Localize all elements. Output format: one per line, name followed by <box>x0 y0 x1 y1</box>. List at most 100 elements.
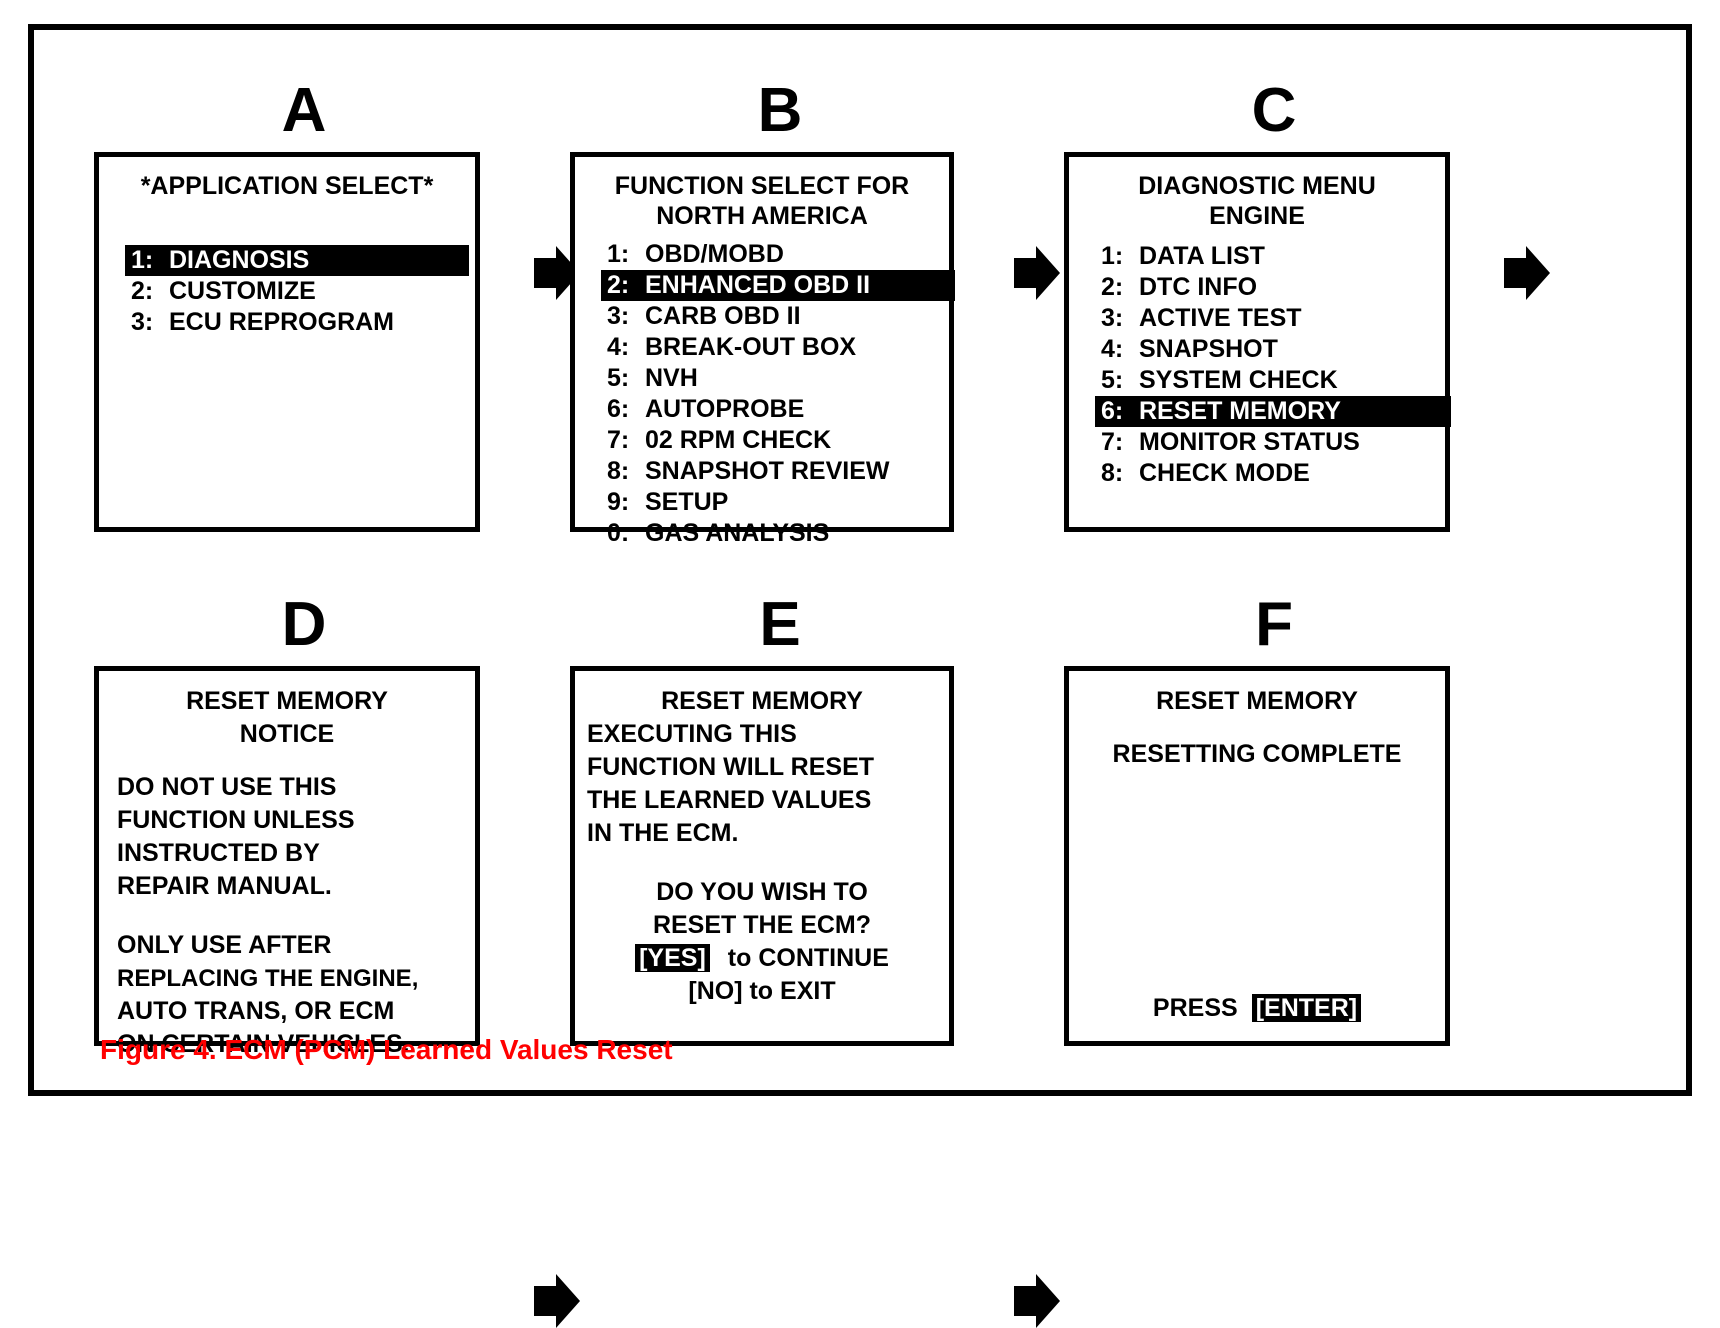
screen-e-question-line2: RESET THE ECM? <box>652 911 872 939</box>
menu-item-autoprobe[interactable]: 6: AUTOPROBE <box>607 394 939 425</box>
screen-a-title: *APPLICATION SELECT* <box>140 172 434 200</box>
arrow-right-icon <box>534 246 580 300</box>
panel-d: D RESET MEMORY NOTICE DO NOT USE THIS FU… <box>94 590 514 1060</box>
menu-item-b-0-label: OBD/MOBD <box>645 240 784 268</box>
menu-item-b-8-label: SETUP <box>645 488 729 516</box>
screen-e-no-row[interactable]: [NO] to EXIT <box>688 977 836 1005</box>
menu-item-02-rpm-check[interactable]: 7:02 RPM CHECK <box>607 425 939 456</box>
menu-item-reset-memory[interactable]: 6: RESET MEMORY <box>1095 396 1451 427</box>
screen-c-title-line2: ENGINE <box>1209 202 1305 230</box>
figure-caption: Figure 4. ECM (PCM) Learned Values Reset <box>100 1034 673 1065</box>
screen-e-question-line1: DO YOU WISH TO <box>656 878 868 906</box>
screen-e-yes-row: [YES] to CONTINUE <box>585 942 939 975</box>
panel-row-bottom: D RESET MEMORY NOTICE DO NOT USE THIS FU… <box>34 590 1686 1328</box>
menu-item-b-5-label: AUTOPROBE <box>645 395 805 423</box>
menu-item-data-list[interactable]: 1: DATA LIST <box>1101 241 1435 272</box>
menu-item-c-7-label: CHECK MODE <box>1139 459 1310 487</box>
menu-item-enhanced-obd-ii[interactable]: 2: ENHANCED OBD II <box>601 270 955 301</box>
menu-item-system-check[interactable]: 5:SYSTEM CHECK <box>1101 365 1435 396</box>
screen-b-title-line2: NORTH AMERICA <box>656 202 868 230</box>
screen-d-body1-line3: INSTRUCTED BY <box>117 839 320 867</box>
menu-item-b-6-label: 02 RPM CHECK <box>645 426 832 454</box>
menu-item-b-1-label: ENHANCED OBD II <box>645 271 871 299</box>
menu-item-b-2-label: CARB OBD II <box>645 302 801 330</box>
screen-function-select: FUNCTION SELECT FOR NORTH AMERICA 1: OBD/… <box>570 152 955 547</box>
menu-item-b-2-num: 3: <box>607 302 630 330</box>
screen-d-body1-line2: FUNCTION UNLESS <box>117 806 355 834</box>
screen-d-title-line1: RESET MEMORY <box>186 687 388 715</box>
panel-row-top: A *APPLICATION SELECT* 1:DIAGNOSIS 2:CUS… <box>34 76 1686 547</box>
arrow-right-icon <box>534 1274 580 1328</box>
menu-item-a-2-num: 3: <box>131 308 154 336</box>
screen-e-body-line2: FUNCTION WILL RESET <box>587 753 875 781</box>
menu-item-b-3-label: BREAK-OUT BOX <box>645 333 857 361</box>
screen-e-body-line1: EXECUTING THIS <box>587 720 797 748</box>
spacer <box>109 751 465 771</box>
menu-item-a-1-label: CUSTOMIZE <box>169 277 316 305</box>
menu-item-check-mode[interactable]: 8: CHECK MODE <box>1101 458 1435 489</box>
menu-item-c-3-num: 4: <box>1101 335 1124 363</box>
menu-item-b-9-label: GAS ANALYSIS <box>645 519 830 547</box>
panel-b: B FUNCTION SELECT FOR NORTH AMERICA 1:OB… <box>570 76 990 547</box>
menu-item-c-1-label: DTC INFO <box>1139 273 1258 301</box>
enter-key[interactable]: [ENTER] <box>1251 994 1362 1022</box>
screen-e-title: RESET MEMORY <box>661 687 863 715</box>
menu-item-a-1-num: 2: <box>131 277 154 305</box>
menu-item-c-4-label: SYSTEM CHECK <box>1139 366 1338 394</box>
screen-f-press-row: PRESS [ENTER] <box>1069 994 1445 1023</box>
menu-item-monitor-status[interactable]: 7:MONITOR STATUS <box>1101 427 1435 458</box>
menu-item-b-4-label: NVH <box>645 364 698 392</box>
menu-item-nvh[interactable]: 5: NVH <box>607 363 939 394</box>
menu-b: 1: OBD/MOBD 2: ENHANCED OBD II 3: CARB OBD … <box>585 239 955 549</box>
screen-d-body1-line4: REPAIR MANUAL. <box>117 872 332 900</box>
menu-item-c-0-num: 1: <box>1101 242 1124 270</box>
menu-item-dtc-info[interactable]: 2: DTC INFO <box>1101 272 1435 303</box>
press-label: PRESS <box>1152 994 1238 1022</box>
menu-item-ecu-reprogram[interactable]: 3:ECU REPROGRAM <box>131 307 465 338</box>
menu-item-diagnosis[interactable]: 1:DIAGNOSIS <box>125 245 469 276</box>
menu-item-a-0-label: DIAGNOSIS <box>169 246 310 274</box>
panel-f: F RESET MEMORY RESETTING COMPLETE PRESS[… <box>1064 590 1484 1060</box>
screen-resetting-complete: RESET MEMORY RESETTING COMPLETE PRESS[EN… <box>1064 666 1450 1046</box>
yes-action-label: to CONTINUE <box>727 944 889 972</box>
menu-item-b-7-label: SNAPSHOT REVIEW <box>645 457 890 485</box>
screen-d-body2-line2: REPLACING THE ENGINE, <box>117 965 419 992</box>
panel-d-letter: D <box>281 590 327 659</box>
panel-c-letter: C <box>1251 76 1297 145</box>
panel-a: A *APPLICATION SELECT* 1:DIAGNOSIS 2: CUS… <box>94 76 514 546</box>
arrow-right-icon <box>1014 1274 1060 1328</box>
menu-item-snapshot-review[interactable]: 8:SNAPSHOT REVIEW <box>607 456 939 487</box>
menu-item-c-0-label: DATA LIST <box>1139 242 1265 270</box>
screen-b-title-line1: FUNCTION SELECT FOR <box>614 172 910 200</box>
menu-item-gas-analysis[interactable]: 0: GAS ANALYSIS <box>607 518 939 549</box>
menu-item-carb-obd-ii[interactable]: 3: CARB OBD II <box>607 301 939 332</box>
menu-item-b-4-num: 5: <box>607 364 630 392</box>
menu-item-obd-mobd[interactable]: 1: OBD/MOBD <box>607 239 939 270</box>
screen-application-select: *APPLICATION SELECT* 1:DIAGNOSIS 2: CUSTO… <box>94 152 480 532</box>
menu-item-snapshot[interactable]: 4:SNAPSHOT <box>1101 334 1435 365</box>
menu-item-customize[interactable]: 2: CUSTOMIZE <box>131 276 465 307</box>
menu-item-c-1-num: 2: <box>1101 273 1124 301</box>
menu-item-b-0-num: 1: <box>607 240 630 268</box>
figure-frame: A *APPLICATION SELECT* 1:DIAGNOSIS 2:CUS… <box>28 24 1692 1328</box>
screen-f-title: RESET MEMORY <box>1156 687 1358 715</box>
screen-diagnostic-menu: DIAGNOSTIC MENU ENGINE 1:DATA LIST 2:DTC… <box>1064 152 1451 532</box>
menu-item-c-5-label: RESET MEMORY <box>1139 397 1341 425</box>
menu-item-setup[interactable]: 9:SETUP <box>607 487 939 518</box>
screen-e-body-line4: IN THE ECM. <box>587 819 739 847</box>
spacer <box>1079 718 1435 738</box>
menu-item-active-test[interactable]: 3:ACTIVE TEST <box>1101 303 1435 334</box>
menu-item-b-9-num: 0: <box>607 519 630 547</box>
screen-reset-memory-notice: RESET MEMORY NOTICE DO NOT USE THIS FUNC… <box>94 666 480 1058</box>
menu-item-c-7-num: 8: <box>1101 459 1124 487</box>
menu-c: 1:DATA LIST 2:DTC INFO 3:ACTIVE TEST 4:S… <box>1079 241 1451 489</box>
spacer <box>585 850 939 876</box>
menu-item-c-5-num: 6: <box>1101 397 1124 425</box>
panel-a-letter: A <box>281 76 327 145</box>
yes-key[interactable]: [YES] <box>635 944 710 972</box>
menu-item-b-1-num: 2: <box>607 271 630 299</box>
menu-item-c-2-label: ACTIVE TEST <box>1139 304 1302 332</box>
screen-reset-memory-confirm: RESET MEMORY EXECUTING THIS FUNCTION WIL… <box>570 666 954 1046</box>
menu-item-break-out-box[interactable]: 4:BREAK-OUT BOX <box>607 332 939 363</box>
menu-item-b-5-num: 6: <box>607 395 630 423</box>
